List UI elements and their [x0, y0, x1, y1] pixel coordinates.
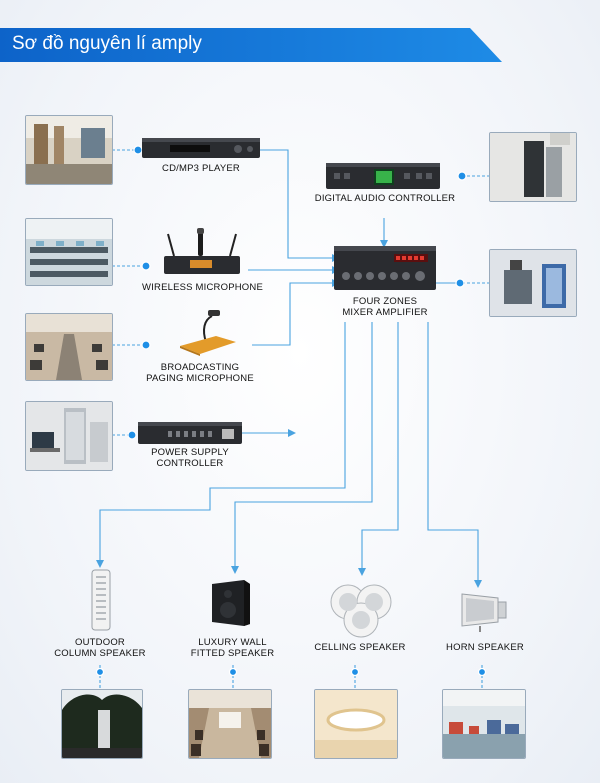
- page-title: Sơ đồ nguyên lí amply: [12, 33, 202, 54]
- banner-shape: [0, 28, 502, 62]
- digital-audio-controller-label: DIGITAL AUDIO CONTROLLER: [314, 193, 456, 204]
- paging-microphone-label-line2: PAGING MICROPHONE: [146, 373, 254, 384]
- factory-floor-photo: [442, 689, 526, 759]
- library-photo: [25, 115, 113, 185]
- outdoor-tree-photo: [61, 689, 143, 759]
- horn-speaker-label: HORN SPEAKER: [446, 642, 524, 653]
- classroom-photo: [25, 218, 113, 286]
- wireless-microphone-unit: [164, 228, 240, 274]
- power-supply-controller-label-line1: POWER SUPPLY: [151, 447, 229, 458]
- equipment-room-photo: [489, 249, 577, 317]
- ceiling-speaker-label: CELLING SPEAKER: [314, 642, 406, 653]
- wall-speaker-label-line2: FITTED SPEAKER: [190, 648, 275, 659]
- conference-hall-photo: [188, 689, 272, 759]
- ceiling-speakers: [330, 584, 392, 638]
- outdoor-column-speaker: [91, 569, 111, 631]
- mixer-amplifier-label-line2: MIXER AMPLIFIER: [342, 307, 428, 318]
- title-banner: Sơ đồ nguyên lí amply: [0, 28, 502, 62]
- wall-fitted-speaker: [212, 580, 250, 626]
- mixer-amplifier-unit: [334, 246, 436, 290]
- control-room-photo: [25, 401, 113, 471]
- wall-speaker-label-line1: LUXURY WALL: [198, 637, 267, 648]
- meeting-room-photo: [25, 313, 113, 381]
- outdoor-speaker-label-line2: COLUMN SPEAKER: [54, 648, 146, 659]
- cd-player-label: CD/MP3 PLAYER: [162, 163, 240, 174]
- cd-player-unit: [142, 138, 260, 158]
- rack-room-photo: [489, 132, 577, 202]
- horn-speaker: [461, 593, 507, 632]
- paging-microphone-label-line1: BROADCASTING: [160, 362, 240, 373]
- outdoor-speaker-label-line1: OUTDOOR: [75, 637, 125, 648]
- mixer-amplifier-label-line1: FOUR ZONES: [352, 296, 418, 307]
- paging-microphone-unit: [180, 310, 236, 356]
- modern-interior-photo: [314, 689, 398, 759]
- digital-audio-controller-unit: [326, 163, 440, 189]
- power-supply-controller-label-line2: CONTROLLER: [156, 458, 224, 469]
- power-supply-controller-unit: [138, 422, 242, 444]
- wireless-microphone-label: WIRELESS MICROPHONE: [142, 282, 263, 293]
